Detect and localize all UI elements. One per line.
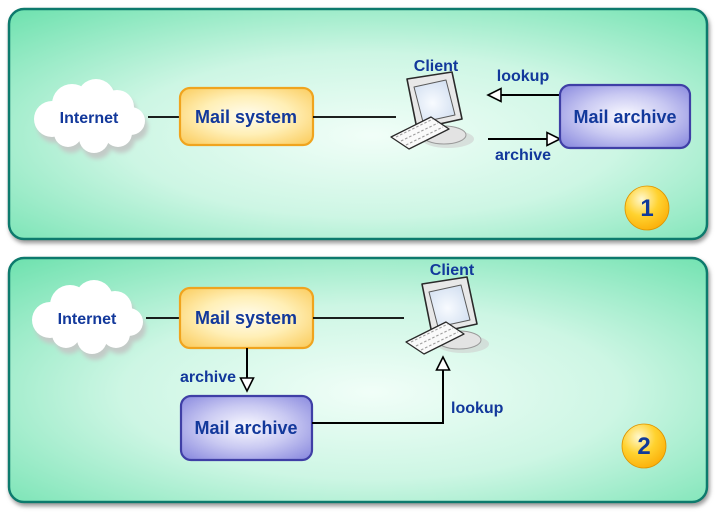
mail-archive-label: Mail archive: [573, 107, 676, 127]
lookup-arrow: [312, 356, 451, 424]
mail-archive-box: Mail archive: [558, 83, 692, 150]
archive-arrow: [488, 131, 561, 147]
client-label: Client: [414, 58, 459, 75]
mail-system-box: Mail system: [178, 86, 315, 147]
step-badge-2-number: 2: [637, 433, 650, 460]
panel-1-background: [7, 7, 709, 241]
mail-system-label: Mail system: [195, 107, 297, 127]
mail-archive-label: Mail archive: [194, 418, 297, 438]
lookup-label: lookup: [497, 68, 550, 85]
panel-2: Internet Mail system Client archive Mail…: [7, 256, 709, 504]
internet-label: Internet: [60, 110, 119, 127]
step-badge-1-number: 1: [640, 195, 653, 222]
client-label: Client: [430, 262, 475, 279]
mail-archive-box: Mail archive: [179, 394, 314, 462]
lookup-arrow: [487, 87, 560, 103]
mail-system-box: Mail system: [178, 286, 315, 350]
step-badge-2: 2: [621, 423, 667, 469]
panel-1: Internet Mail system Client lookup archi…: [7, 7, 709, 241]
mail-system-label: Mail system: [195, 308, 297, 328]
step-badge-1: 1: [624, 185, 670, 231]
lookup-label: lookup: [451, 400, 504, 417]
archive-arrow: [239, 348, 255, 392]
archive-label: archive: [495, 147, 551, 164]
internet-label: Internet: [58, 311, 117, 328]
archive-label: archive: [180, 369, 236, 386]
